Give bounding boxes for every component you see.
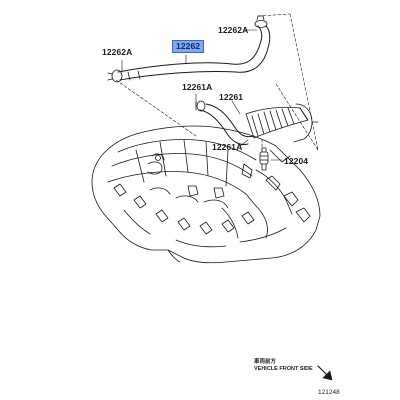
solid-leaders <box>121 29 283 161</box>
front-arrow-head <box>322 370 333 381</box>
label-12262A-left[interactable]: 12262A <box>102 47 133 57</box>
label-12261[interactable]: 12261 <box>219 92 244 102</box>
label-12262-highlighted[interactable]: 12262 <box>172 40 205 53</box>
vehicle-front-native: 車両前方 <box>254 359 277 365</box>
label-12262A-top[interactable]: 12262A <box>218 25 249 35</box>
diagram-reference: 121248 <box>318 389 340 396</box>
label-12204[interactable]: 12204 <box>284 156 309 166</box>
hose-12262 <box>117 25 271 81</box>
engine-body <box>91 125 321 264</box>
clamp-top <box>254 15 268 28</box>
label-12261A-mid[interactable]: 12261A <box>182 82 213 92</box>
pcv-valve <box>259 147 269 171</box>
air-intake-duct <box>245 103 319 143</box>
label-12261A-low[interactable]: 12261A <box>212 142 243 152</box>
clamp-left <box>107 69 123 83</box>
hose-12261 <box>195 100 255 145</box>
vehicle-front-side: VEHICLE FRONT SIDE <box>254 366 313 372</box>
